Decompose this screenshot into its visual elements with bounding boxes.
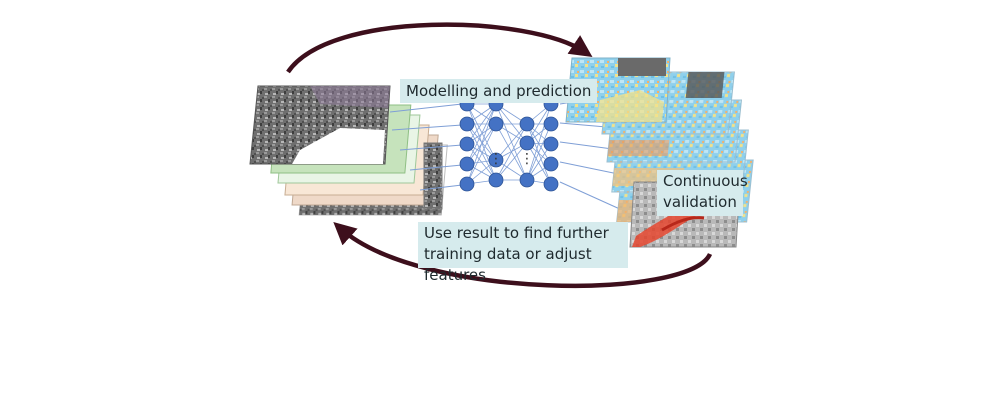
network-node-layer1-4 [459,156,475,172]
network-edge-l1-2-0 [495,123,528,161]
network-node-layer4-2 [543,116,559,132]
network-node-layer1-5 [459,176,475,192]
network-edge-l0-4-0 [466,103,497,185]
network-node-layer1-2 [459,116,475,132]
network-edge-l2-0-3 [526,123,552,165]
ellipsis-layer-2: ⋮ [489,151,503,167]
network-node-layer3-2 [519,135,535,151]
network-edge-l2-1-4 [526,142,552,185]
network-node-layer2-4 [488,172,504,188]
network-edges [466,103,552,185]
continuous-label-line-2: validation [663,193,737,211]
network-node-layer3-3 [519,172,535,188]
network-edge-l2-2-0 [526,103,552,181]
network-node-layer3-1 [519,116,535,132]
network-nodes [459,96,559,192]
network-node-layer4-4 [543,156,559,172]
ellipsis-layer-3: ⋮ [520,151,534,167]
network-edge-l1-3-0 [495,123,528,181]
network-node-layer4-5 [543,176,559,192]
network-edge-l0-0-2 [466,103,497,161]
modelling-label-text: Modelling and prediction [406,82,592,100]
bottom-cycle-arrow [333,221,713,288]
network-node-layer1-3 [459,136,475,152]
feedback-label-line-2: training data or adjust features [424,245,592,284]
network-edge-l1-0-1 [495,103,528,144]
network-edge-l0-2-0 [466,103,497,145]
feedback-label: Use result to find further training data… [418,222,628,284]
network-node-layer4-3 [543,136,559,152]
satellite-image-top [249,85,391,165]
input-arrows [389,103,463,191]
prediction-map-top [565,57,671,123]
network-edge-l2-1-0 [526,103,552,144]
modelling-and-prediction-label: Modelling and prediction [400,79,598,103]
continuous-label-line-1: Continuous [663,172,748,190]
input-image-stack [249,85,448,216]
network-edge-l2-2-1 [526,123,552,181]
continuous-validation-label: Continuous validation [657,170,748,216]
top-cycle-arrow [286,22,593,74]
network-edge-l0-1-2 [466,123,497,161]
network-edge-l0-4-1 [466,123,497,185]
network-node-layer2-3 [488,152,504,168]
network-node-layer2-2 [488,116,504,132]
network-edge-l1-3-1 [495,142,528,181]
feedback-label-line-1: Use result to find further [424,224,609,242]
network-edge-l0-3-0 [466,103,497,165]
